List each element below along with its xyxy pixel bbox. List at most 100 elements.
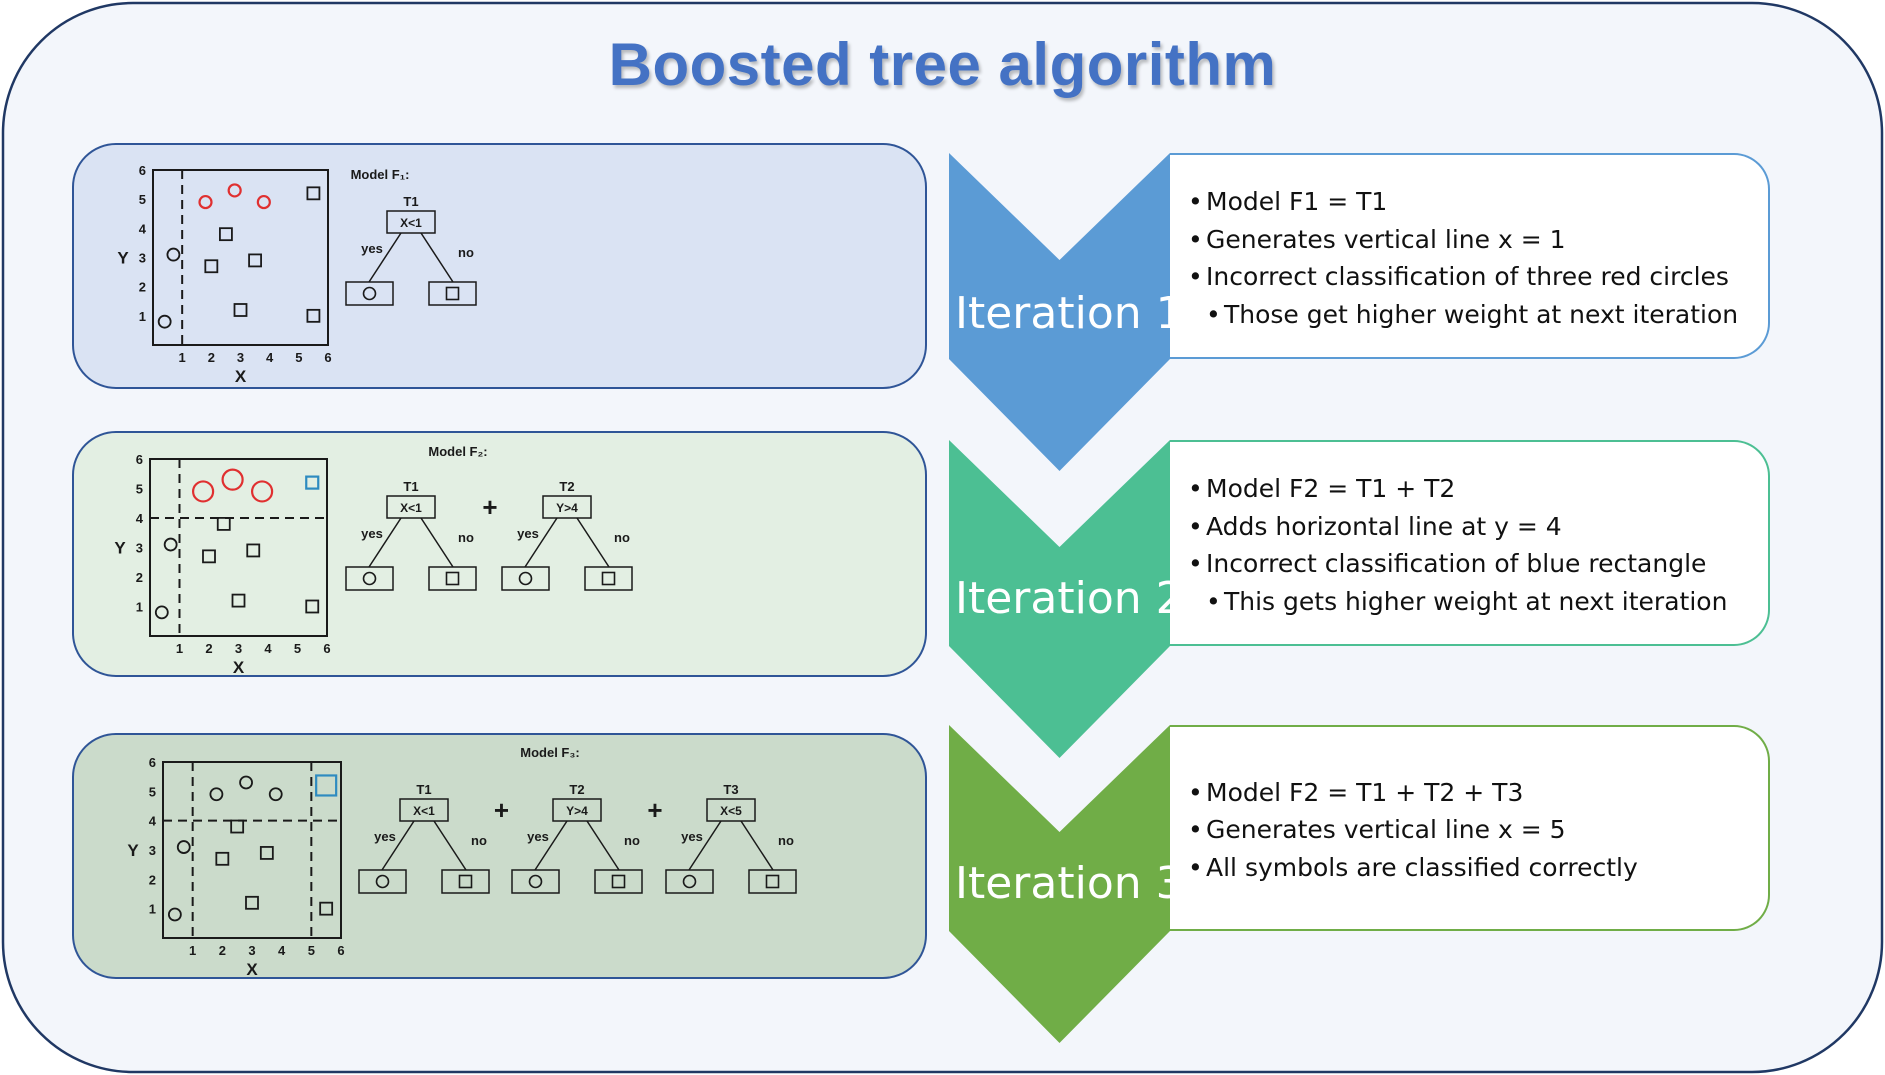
model-label: Model F₁: — [351, 167, 410, 182]
data-point-circle — [163, 537, 178, 552]
y-tick-label: 1 — [136, 600, 143, 615]
split-condition: X<1 — [400, 216, 422, 230]
x-axis-label: X — [233, 658, 245, 677]
split-condition: X<1 — [413, 804, 435, 818]
bullet-dot: • — [1188, 511, 1203, 541]
leaf-circle-icon — [518, 571, 533, 586]
no-label: no — [458, 530, 474, 545]
sub-bullet-item: •Those get higher weight at next iterati… — [1188, 296, 1768, 334]
no-branch — [420, 232, 454, 283]
x-tick-label: 2 — [219, 943, 226, 958]
bullet-dot: • — [1188, 815, 1203, 845]
bullet-text: Generates vertical line x = 1 — [1206, 224, 1566, 254]
y-tick-label: 3 — [136, 541, 143, 556]
misclassified-circle — [192, 480, 215, 503]
split-node — [386, 210, 436, 234]
yes-branch — [368, 517, 402, 568]
data-point-square — [305, 599, 320, 614]
tree-name: T1 — [416, 782, 431, 797]
y-tick-label: 5 — [139, 192, 146, 207]
split-node — [706, 798, 756, 822]
data-point-circle — [166, 247, 181, 262]
y-axis-label: Y — [117, 249, 129, 268]
x-axis-label: X — [235, 367, 247, 386]
data-point-square — [216, 517, 231, 531]
plus-sign: + — [494, 795, 509, 825]
leaf-node-yes — [511, 869, 560, 894]
no-label: no — [614, 530, 630, 545]
y-axis-label: Y — [114, 539, 126, 558]
x-tick-label: 6 — [324, 350, 331, 365]
leaf-circle-icon — [375, 874, 390, 889]
plus-sign: + — [482, 492, 497, 522]
plot-frame — [162, 761, 342, 939]
misclassified-square — [315, 774, 338, 797]
split-node — [542, 495, 592, 519]
bullet-text: Incorrect classification of blue rectang… — [1206, 549, 1707, 578]
leaf-node-no — [748, 869, 797, 894]
bullet-dot: • — [1188, 224, 1203, 254]
bullet-text: This gets higher weight at next iteratio… — [1224, 586, 1728, 616]
bullet-dot: • — [1188, 549, 1203, 578]
x-tick-label: 4 — [264, 641, 272, 656]
yes-branch — [368, 232, 402, 283]
misclassified-circle — [251, 480, 274, 503]
data-point-circle — [268, 787, 283, 802]
leaf-circle-icon — [362, 571, 377, 586]
bullet-dot: • — [1206, 299, 1221, 329]
no-label: no — [624, 833, 640, 848]
x-tick-label: 2 — [205, 641, 212, 656]
model-label: Model F₂: — [428, 444, 487, 459]
yes-label: yes — [374, 829, 396, 844]
y-tick-label: 2 — [136, 570, 143, 585]
iteration-2-bullet-list: •Model F2 = T1 + T2•Adds horizontal line… — [1170, 442, 1768, 620]
data-point-circle — [239, 775, 253, 790]
x-tick-label: 6 — [337, 943, 344, 958]
y-tick-label: 5 — [136, 482, 143, 497]
yes-label: yes — [361, 526, 383, 541]
y-tick-label: 1 — [149, 902, 156, 917]
bullet-item: •Model F1 = T1 — [1188, 183, 1768, 221]
yes-branch — [524, 517, 558, 568]
leaf-circle-icon — [362, 286, 377, 301]
leaf-node-no — [428, 566, 477, 591]
y-tick-label: 4 — [149, 814, 157, 829]
y-tick-label: 6 — [149, 755, 156, 770]
no-branch — [586, 820, 620, 871]
iteration-2-description-box: •Model F2 = T1 + T2•Adds horizontal line… — [1170, 440, 1770, 646]
x-tick-label: 1 — [189, 943, 196, 958]
sub-bullet-item: •This gets higher weight at next iterati… — [1188, 583, 1768, 621]
tree-name: T2 — [569, 782, 584, 797]
x-tick-label: 4 — [266, 350, 274, 365]
leaf-node-no — [441, 869, 490, 894]
y-tick-label: 1 — [139, 309, 146, 324]
split-condition: Y>4 — [556, 501, 578, 515]
x-tick-label: 3 — [237, 350, 244, 365]
leaf-node-yes — [345, 566, 394, 591]
no-label: no — [778, 833, 794, 848]
data-point-square — [230, 819, 245, 834]
data-point-square — [248, 253, 262, 268]
iteration-2-label: Iteration 2 — [955, 573, 1184, 624]
x-tick-label: 4 — [278, 943, 286, 958]
data-point-circle — [176, 840, 191, 854]
bullet-dot: • — [1188, 852, 1203, 882]
iteration-1-description-box: •Model F1 = T1•Generates vertical line x… — [1170, 153, 1770, 359]
bullet-dot: • — [1188, 777, 1203, 807]
data-point-square — [233, 303, 248, 317]
bullet-text: Model F2 = T1 + T2 — [1206, 474, 1456, 503]
no-branch — [433, 820, 467, 871]
no-branch — [576, 517, 610, 568]
bullet-text: Model F1 = T1 — [1206, 187, 1388, 216]
bullet-dot: • — [1206, 586, 1221, 616]
x-tick-label: 5 — [295, 350, 302, 365]
leaf-square-icon — [445, 571, 460, 586]
iteration-1-bullet-list: •Model F1 = T1•Generates vertical line x… — [1170, 155, 1768, 333]
bullet-dot: • — [1188, 474, 1203, 503]
bullet-item: •All symbols are classified correctly — [1188, 849, 1768, 887]
split-condition: X<5 — [720, 804, 742, 818]
